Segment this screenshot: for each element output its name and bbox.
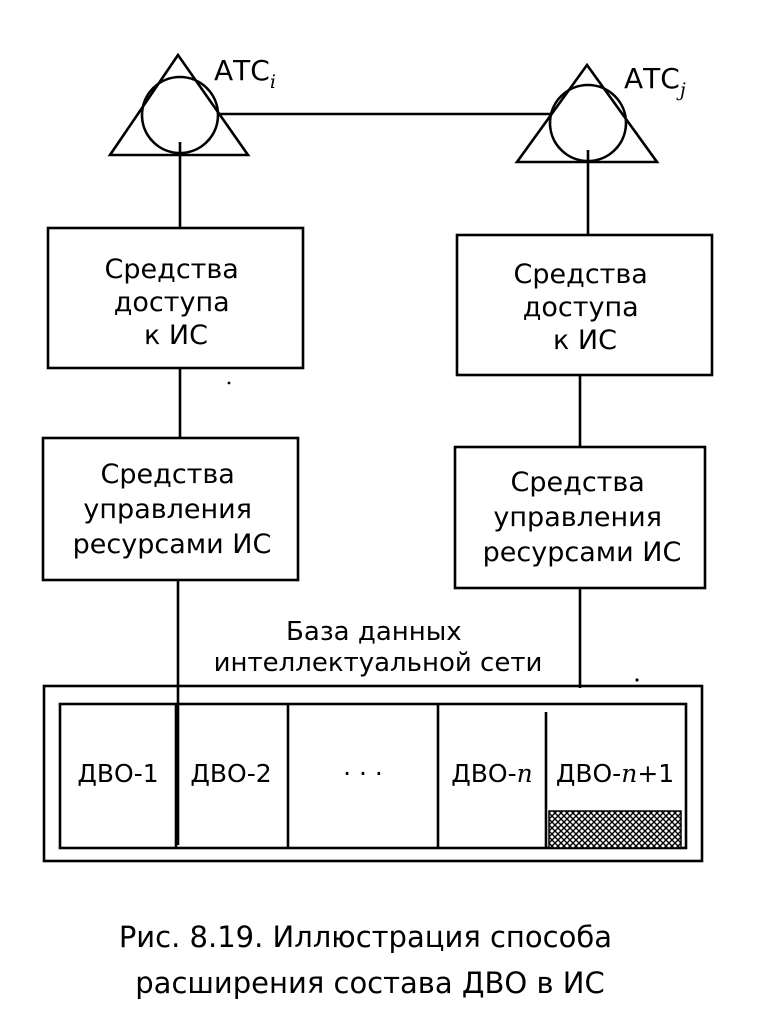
access-box-left: Средства доступа к ИС <box>46 226 305 370</box>
dvo-cell-n-plus-1: ДВО-n+1 <box>556 759 674 788</box>
caption-line-1: Рис. 8.19. Иллюстрация способа <box>119 920 612 954</box>
control-box-left: Средства управления ресурсами ИС <box>41 436 300 582</box>
control-left-line-3: ресурсами ИС <box>73 529 272 560</box>
database-block: ДВО-1 ДВО-2 · · · ДВО-n ДВО-n+1 <box>42 684 704 863</box>
atc-right-circle <box>548 83 628 163</box>
svg-text:Средства доступа к: Средства доступа к ИС <box>514 259 657 356</box>
svg-text:База данных интеллектуальн: База данных интеллектуальной сети <box>214 617 543 678</box>
dvo-cell-n: ДВО-n <box>451 759 533 788</box>
access-left-line-2: доступа <box>114 287 230 318</box>
svg-text:Средства управления: Средства управления ресурсами ИС <box>483 467 682 568</box>
database-outer-frame <box>42 684 704 863</box>
new-service-hatched-area <box>548 810 682 849</box>
control-left-line-1: Средства <box>101 459 235 490</box>
svg-text:Рис. 8.19. Иллюстрация способа: Рис. 8.19. Иллюстрация способа расширени… <box>119 920 621 1000</box>
db-label-line-1: База данных <box>286 617 462 647</box>
access-right-line-1: Средства <box>514 259 648 290</box>
control-right-line-1: Средства <box>511 467 645 498</box>
dvo-cell-ellipsis: · · · <box>343 759 383 788</box>
db-label-line-2: интеллектуальной сети <box>214 648 543 678</box>
svg-text:Средства управления: Средства управления ресурсами ИС <box>73 459 272 560</box>
access-left-line-3: к ИС <box>144 320 208 351</box>
database-inner-frame <box>58 702 688 850</box>
atc-left-circle <box>140 75 220 155</box>
control-right-line-3: ресурсами ИС <box>483 537 682 568</box>
atc-left-node: АТСi <box>107 52 276 157</box>
atc-left-label: АТСi <box>214 54 276 93</box>
dvo-cell-1: ДВО-1 <box>77 759 158 788</box>
access-box-right: Средства доступа к ИС <box>455 233 714 377</box>
svg-text:Средства доступа к: Средства доступа к ИС <box>105 254 248 351</box>
caption-line-2: расширения состава ДВО в ИС <box>135 966 604 1000</box>
access-left-line-1: Средства <box>105 254 239 285</box>
access-right-line-2: доступа <box>523 292 639 323</box>
control-box-right: Средства управления ресурсами ИС <box>453 445 707 590</box>
control-left-line-2: управления <box>83 494 252 525</box>
speck-2 <box>635 678 639 682</box>
speck-1 <box>227 381 231 385</box>
atc-right-node: АТСj <box>514 62 686 164</box>
atc-right-label: АТСj <box>624 62 686 101</box>
control-right-line-2: управления <box>493 502 662 533</box>
access-right-line-3: к ИС <box>553 325 617 356</box>
dvo-cell-2: ДВО-2 <box>190 759 271 788</box>
